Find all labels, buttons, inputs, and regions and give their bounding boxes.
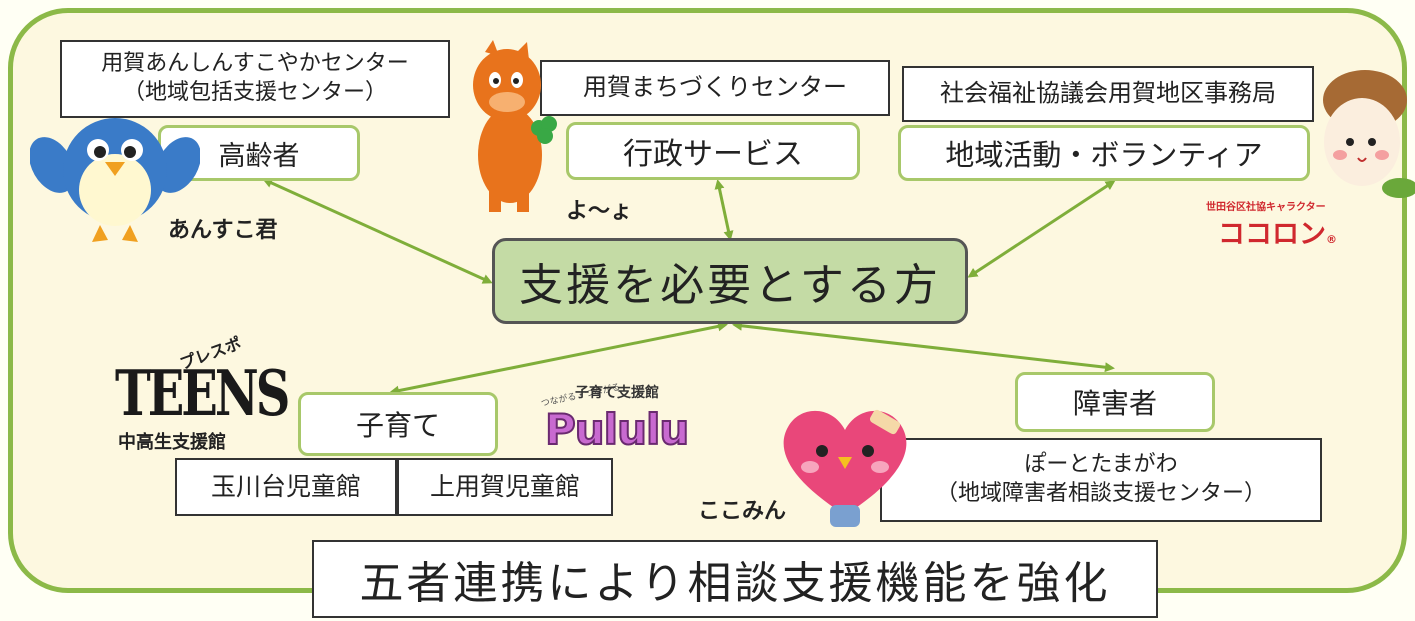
category-admin: 行政サービス [566, 122, 860, 180]
org-port-line2: （地域障害者相談支援センター） [935, 481, 1266, 506]
arrow-childcare [389, 321, 728, 396]
yoyo-label: よ〜ょ [566, 199, 633, 224]
org-port-tamagawa: ぽーとたまがわ （地域障害者相談支援センター） [880, 438, 1322, 522]
cocoron-registered-mark: ® [1326, 233, 1337, 246]
ansuko-mascot-icon [30, 118, 200, 242]
pululu-sub: 子育て支援館 [575, 385, 659, 401]
arrow-disability [732, 320, 1115, 373]
org-port-line1: ぽーとたまがわ [1024, 452, 1178, 478]
org-kamiyoga-jidokan: 上用賀児童館 [397, 458, 613, 516]
org-tamagawadai-jidokan: 玉川台児童館 [175, 458, 397, 516]
arrow-community [967, 180, 1116, 278]
teens-sub: 中高生支援館 [118, 432, 226, 453]
org-anshin-line2: （地域包括支援センター） [122, 80, 387, 105]
arrow-elderly [262, 178, 493, 284]
cocoron-logo-text: ココロン [1218, 219, 1326, 250]
category-community: 地域活動・ボランティア [898, 125, 1310, 181]
ansuko-label: あんすこ君 [168, 218, 278, 243]
center-box: 支援を必要とする方 [492, 238, 968, 324]
cocoron-mascot-icon [1323, 70, 1415, 198]
kokomin-mascot-icon [783, 409, 907, 527]
org-anshin-line1: 用賀あんしんすこやかセンター [101, 51, 409, 77]
org-anshin-center: 用賀あんしんすこやかセンター （地域包括支援センター） [60, 40, 450, 118]
cocoron-sub: 世田谷区社協キャラクター [1206, 202, 1326, 213]
org-shakyo-office: 社会福祉協議会用賀地区事務局 [902, 66, 1314, 122]
footer-banner: 五者連携により相談支援機能を強化 [312, 540, 1158, 618]
yoyo-mascot-icon [473, 40, 557, 212]
org-machizukuri-center: 用賀まちづくりセンター [540, 60, 890, 116]
kokomin-label: ここみん [698, 499, 787, 524]
arrow-admin [714, 179, 734, 241]
category-childcare: 子育て [298, 392, 498, 456]
pululu-logo: Pululu [544, 404, 690, 455]
category-disability: 障害者 [1015, 372, 1215, 432]
teens-logo: TEENS [115, 358, 290, 431]
cocoron-logo: ココロン® [1218, 212, 1337, 251]
